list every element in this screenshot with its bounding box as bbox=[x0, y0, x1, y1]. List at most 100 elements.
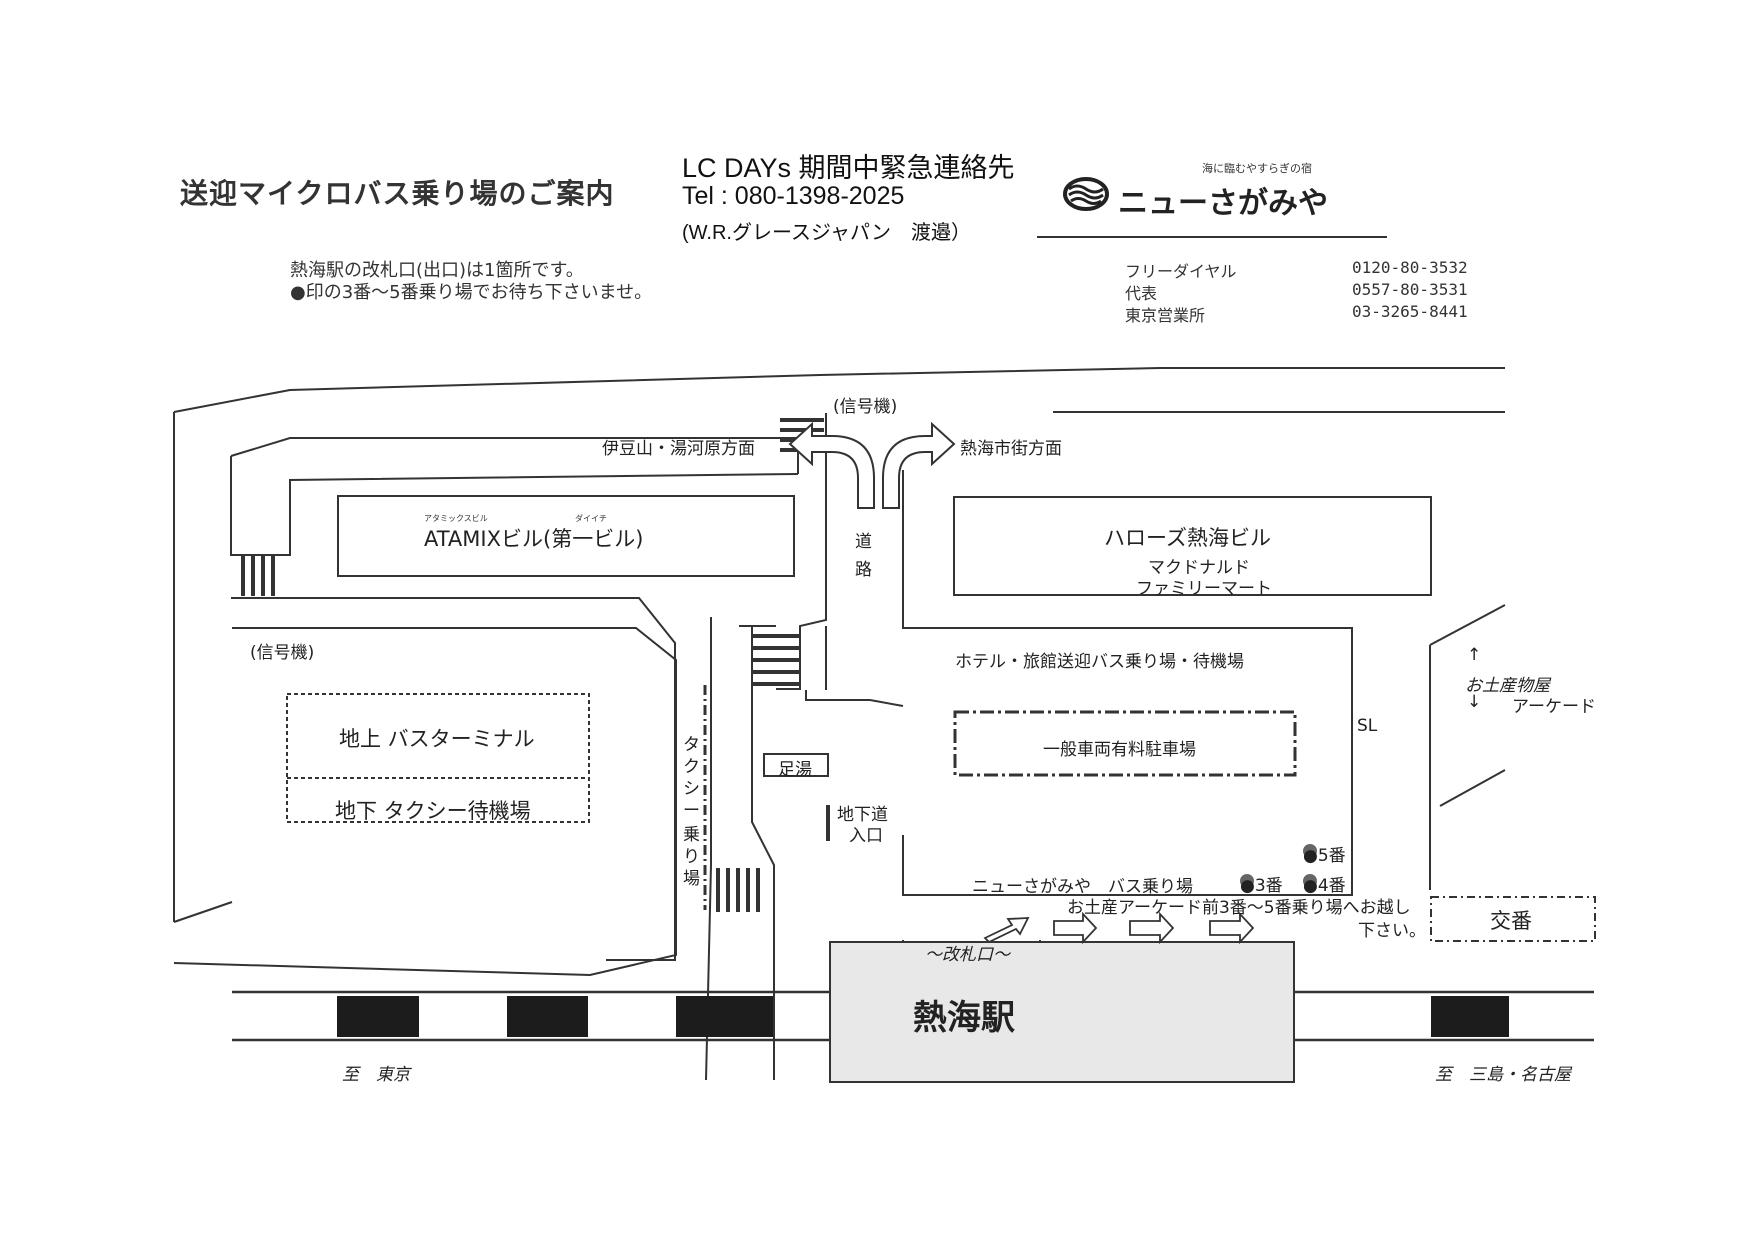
road-label-1: 道 bbox=[855, 532, 872, 552]
hotel-divider bbox=[1037, 236, 1387, 238]
rail-block bbox=[337, 996, 419, 1037]
road-edge bbox=[805, 690, 870, 701]
crosswalk-stripe bbox=[753, 634, 801, 638]
bus-stop-dot bbox=[1303, 874, 1317, 888]
phone-label-tokyo-office: 東京営業所 bbox=[1125, 306, 1206, 325]
contact-title: LC DAYs 期間中緊急連絡先 bbox=[682, 153, 1015, 183]
phone-number-freedial: 0120-80-3532 bbox=[1352, 258, 1468, 277]
gate-label: ～改札口～ bbox=[925, 945, 1010, 965]
sl-label: SL bbox=[1357, 716, 1378, 736]
rail-block bbox=[507, 996, 588, 1037]
bus-stop-label: ニューさがみや バス乗り場 bbox=[972, 877, 1193, 897]
page-title: 送迎マイクロバス乗り場のご案内 bbox=[180, 177, 615, 210]
crosswalk-stripe bbox=[271, 556, 275, 596]
parking-label: 一般車両有料駐車場 bbox=[1043, 740, 1196, 760]
familymart-label: ファミリーマート bbox=[1136, 579, 1272, 599]
arrow-left-icon bbox=[788, 421, 875, 509]
note-line-1: 熱海駅の改札口(出口)は1箇所です。 bbox=[290, 260, 584, 281]
guide-arrow-icon bbox=[1053, 911, 1098, 945]
crosswalk-stripe bbox=[753, 658, 801, 662]
bus-stop-5: ●5番 bbox=[1303, 846, 1346, 866]
crosswalk-stripe bbox=[753, 682, 801, 686]
note-line-2: ●印の3番～5番乗り場でお待ち下さいませ。 bbox=[290, 282, 653, 303]
harrows-building bbox=[953, 496, 1432, 596]
to-mishima-label: 至 三島・名古屋 bbox=[1435, 1065, 1571, 1085]
road-edge bbox=[230, 456, 799, 556]
contact-person: (W.R.グレースジャパン 渡邉） bbox=[682, 222, 971, 244]
hotel-logo-icon bbox=[1063, 177, 1109, 211]
road-edge bbox=[173, 901, 233, 923]
atamix-label: ATAMIXビル(第一ビル) bbox=[424, 527, 644, 551]
road-label-2: 路 bbox=[855, 560, 872, 580]
crosswalk-stripe bbox=[780, 428, 824, 432]
road-edge bbox=[173, 627, 677, 977]
parking-area bbox=[953, 710, 1297, 777]
road-edge bbox=[776, 413, 827, 690]
guide-arrow-icon bbox=[1209, 911, 1255, 945]
road-edge bbox=[173, 367, 1505, 413]
taxi-wait-label: 地下 タクシー待機場 bbox=[335, 799, 531, 823]
bus-stop-4: ●4番 bbox=[1303, 876, 1346, 896]
road-edge bbox=[1429, 604, 1506, 646]
crosswalk-stripe bbox=[241, 556, 245, 596]
rail-block bbox=[676, 996, 773, 1037]
road-edge bbox=[1439, 769, 1506, 807]
footbath-sign bbox=[763, 753, 829, 777]
taxi-stand-char: シ bbox=[683, 779, 700, 799]
arrow-up-icon: ↑ bbox=[1467, 645, 1482, 665]
crosswalk-stripe bbox=[726, 868, 730, 912]
direction-left-label: 伊豆山・湯河原方面 bbox=[602, 439, 755, 459]
guide-arrow-icon bbox=[1129, 911, 1175, 945]
signal-label-left: (信号機) bbox=[250, 643, 315, 663]
harrows-label: ハローズ熱海ビル bbox=[1104, 526, 1271, 550]
rail-block bbox=[1431, 996, 1509, 1037]
road-edge bbox=[902, 470, 1353, 896]
daiichi-ruby: ダイイチ bbox=[575, 514, 607, 523]
underpass-mark bbox=[826, 805, 830, 841]
crosswalk-stripe bbox=[753, 670, 801, 674]
guide-text-1: お土産アーケード前3番～5番乗り場へお越し bbox=[1067, 898, 1411, 918]
bus-stop-3: ●3番 bbox=[1240, 876, 1283, 896]
underpass-label-2: 入口 bbox=[849, 826, 883, 846]
taxi-stand-char: 場 bbox=[683, 869, 700, 889]
arrow-right-icon bbox=[882, 421, 956, 509]
crosswalk-stripe bbox=[251, 556, 255, 596]
bus-stop-dot bbox=[1240, 874, 1254, 888]
taxi-stand-char: ー bbox=[683, 801, 700, 821]
to-tokyo-label: 至 東京 bbox=[342, 1065, 410, 1085]
phone-label-main: 代表 bbox=[1125, 284, 1158, 303]
direction-right-label: 熱海市街方面 bbox=[960, 439, 1062, 459]
mcdonalds-label: マクドナルド bbox=[1148, 558, 1250, 578]
phone-number-main: 0557-80-3531 bbox=[1352, 280, 1468, 299]
atamix-building bbox=[337, 495, 795, 577]
arcade-shop-label: お土産物屋 bbox=[1465, 676, 1550, 696]
footbath-label: 足湯 bbox=[778, 760, 812, 780]
crosswalk-stripe bbox=[716, 868, 720, 912]
guide-arrow-icon bbox=[983, 917, 1030, 944]
road-edge bbox=[230, 437, 799, 474]
phone-number-tokyo-office: 03-3265-8441 bbox=[1352, 302, 1468, 321]
crosswalk-stripe bbox=[736, 868, 740, 912]
taxi-stand-char: 乗 bbox=[683, 825, 700, 845]
crosswalk-stripe bbox=[261, 556, 265, 596]
atamix-ruby: アタミックスビル bbox=[424, 514, 488, 523]
koban-box bbox=[1430, 896, 1596, 942]
hotel-bus-area-label: ホテル・旅館送迎バス乗り場・待機場 bbox=[955, 652, 1244, 672]
koban-label: 交番 bbox=[1490, 909, 1532, 933]
bus-terminal-area bbox=[286, 693, 590, 823]
station-label: 熱海駅 bbox=[913, 998, 1015, 1038]
crosswalk-stripe bbox=[753, 646, 801, 650]
phone-label-freedial: フリーダイヤル bbox=[1125, 262, 1237, 281]
bus-terminal-label: 地上 バスターミナル bbox=[339, 727, 535, 751]
bus-stop-dot bbox=[1303, 844, 1317, 858]
road-edge bbox=[751, 625, 775, 1080]
guide-text-2: 下さい。 bbox=[1358, 921, 1426, 941]
arcade-label: アーケード bbox=[1512, 697, 1596, 717]
taxi-stand-char: り bbox=[683, 847, 700, 867]
arrow-down-icon: ↓ bbox=[1467, 692, 1482, 712]
taxi-stand-char: タ bbox=[683, 735, 700, 755]
crosswalk-stripe bbox=[756, 868, 760, 912]
hotel-tagline: 海に臨むやすらぎの宿 bbox=[1202, 162, 1312, 175]
taxi-stand-char: ク bbox=[683, 757, 700, 777]
